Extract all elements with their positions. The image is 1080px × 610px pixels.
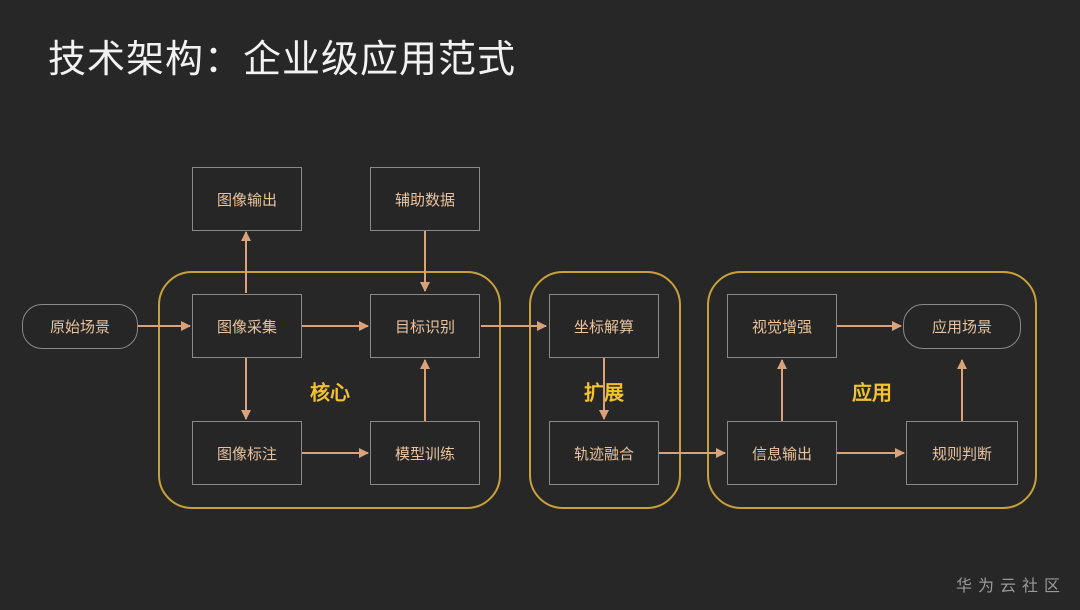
- node-app-scene: 应用场景: [903, 304, 1021, 349]
- node-image-label: 图像标注: [192, 421, 302, 485]
- node-raw-scene: 原始场景: [22, 304, 138, 349]
- node-image-capture: 图像采集: [192, 294, 302, 358]
- node-rule-judge: 规则判断: [906, 421, 1018, 485]
- group-core: [158, 271, 501, 509]
- node-track-fusion: 轨迹融合: [549, 421, 659, 485]
- group-label-apply: 应用: [852, 380, 892, 405]
- group-label-core: 核心: [310, 380, 350, 405]
- node-visual-enhance: 视觉增强: [727, 294, 837, 358]
- node-target-recognition: 目标识别: [370, 294, 480, 358]
- group-extend: [529, 271, 681, 509]
- node-coord-solve: 坐标解算: [549, 294, 659, 358]
- group-apply: [707, 271, 1037, 509]
- node-info-output: 信息输出: [727, 421, 837, 485]
- node-model-train: 模型训练: [370, 421, 480, 485]
- page-title: 技术架构：企业级应用范式: [48, 37, 517, 81]
- node-image-output: 图像输出: [192, 167, 302, 231]
- node-aux-data: 辅助数据: [370, 167, 480, 231]
- watermark: 华为云社区: [955, 576, 1066, 595]
